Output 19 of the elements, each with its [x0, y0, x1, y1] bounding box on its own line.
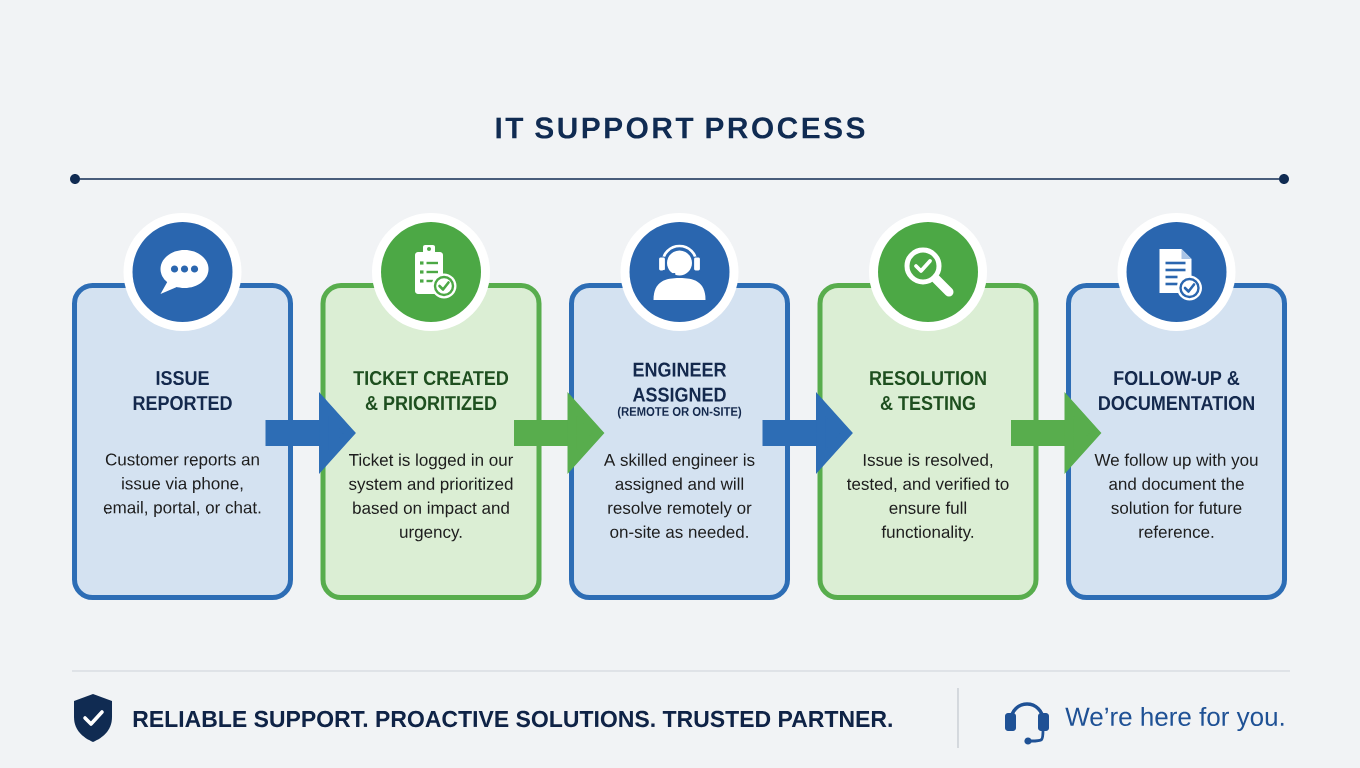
- step-title: TICKET CREATED & PRIORITIZED: [353, 370, 509, 411]
- step-title: ENGINEER ASSIGNED: [632, 362, 727, 402]
- step-card: [569, 283, 790, 600]
- step-description: We follow up with you and document the solution for future reference.: [1094, 453, 1258, 538]
- step-description: Customer reports an issue via phone, email, portal, or chat.: [103, 453, 261, 517]
- support-message: We’re here for you.: [1065, 706, 1284, 732]
- step-card: [72, 283, 293, 600]
- step-card: [1066, 283, 1287, 600]
- tagline: RELIABLE SUPPORT. PROACTIVE SOLUTIONS. TRUSTED PARTNER.: [133, 710, 892, 728]
- step-description: A skilled engineer is assigned and will resolve remotely or on-site as needed.: [603, 453, 755, 538]
- step-title: ISSUE REPORTED: [133, 370, 232, 411]
- step-title: FOLLOW-UP & DOCUMENTATION: [1099, 370, 1254, 411]
- step-description: Issue is resolved, tested, and verified to ensure full functionality.: [847, 453, 1009, 542]
- title: IT SUPPORT PROCESS: [496, 117, 865, 139]
- step-subtitle: (REMOTE OR ON-SITE): [617, 406, 742, 419]
- step-card: [320, 283, 542, 600]
- step-description: Ticket is logged in our system and prioritized based on impact and urgency.: [349, 453, 514, 542]
- step-title: RESOLUTION & TESTING: [870, 370, 986, 411]
- step-card: [817, 283, 1039, 600]
